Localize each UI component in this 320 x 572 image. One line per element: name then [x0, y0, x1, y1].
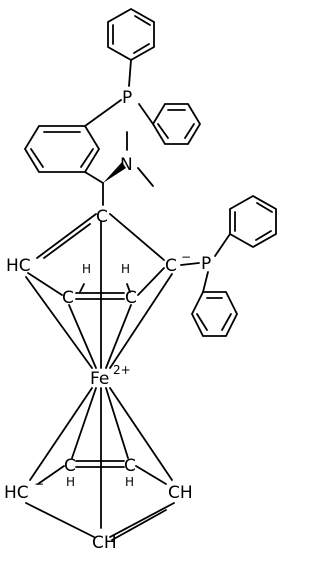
atom-label-cp1-c-mid-left: C	[62, 288, 74, 308]
atom-label-cp2-c-mid-left: C	[64, 456, 76, 476]
atom-label-cp2-ch-bottom: CH	[92, 533, 117, 553]
cp2-ring-bonds	[25, 460, 175, 541]
atom-label-cp2-h-mid-right: H	[125, 475, 134, 489]
bond-aryl-p	[84, 99, 122, 127]
atom-label-cp2-ch-right: CH	[168, 483, 193, 503]
phenylene-ring	[23, 125, 101, 173]
atom-label-cp1-c-top: C	[96, 207, 108, 227]
ph-ring-lower-top	[229, 194, 277, 249]
structure-canvas: P N C HC C − C C H H P	[4, 7, 277, 553]
atom-label-fe: Fe	[90, 369, 109, 389]
ph-ring-upper-top	[107, 7, 155, 62]
bond-p-ph-lower-bottom	[202, 271, 209, 293]
ph-ring-upper-right	[151, 103, 202, 145]
ph-ring-lower-bottom	[190, 291, 239, 337]
atom-label-cp1-hc-left: HC	[6, 256, 31, 276]
fe-cp1-bonds	[25, 221, 173, 369]
h-hash-cp1-left	[79, 283, 85, 293]
atom-label-n: N	[120, 155, 133, 175]
bond-p-ph-right	[138, 103, 154, 125]
cp1-ring-bonds	[27, 213, 165, 300]
atom-charge-cp1-c-right: −	[181, 250, 191, 264]
fe-cp2-bonds	[29, 387, 173, 529]
molecule-diagram: P N C HC C − C C H H P	[4, 7, 277, 553]
bond-n-methyl-right	[137, 167, 154, 187]
atom-charge-fe: 2+	[113, 363, 131, 377]
bond-cp-p-lower	[180, 262, 200, 266]
wedge-bond-n	[103, 162, 126, 183]
h-hash-cp1-right	[126, 283, 131, 293]
bond-aryl-stereocenter	[84, 171, 104, 184]
atom-label-cp1-h-mid-right: H	[121, 262, 130, 276]
bond-ph-p-upper	[128, 59, 132, 87]
atom-label-cp1-c-mid-right: C	[125, 288, 137, 308]
atom-label-cp1-c-right: C	[165, 256, 177, 276]
atom-label-cp2-hc-left: HC	[4, 483, 29, 503]
atom-label-cp2-h-mid-left: H	[66, 475, 75, 489]
atom-label-p-upper: P	[122, 88, 132, 108]
bond-p-ph-lower-top	[214, 233, 231, 257]
atom-label-p-lower: P	[201, 254, 211, 274]
atom-label-cp2-c-mid-right: C	[124, 456, 136, 476]
atom-label-cp1-h-mid-left: H	[82, 262, 91, 276]
